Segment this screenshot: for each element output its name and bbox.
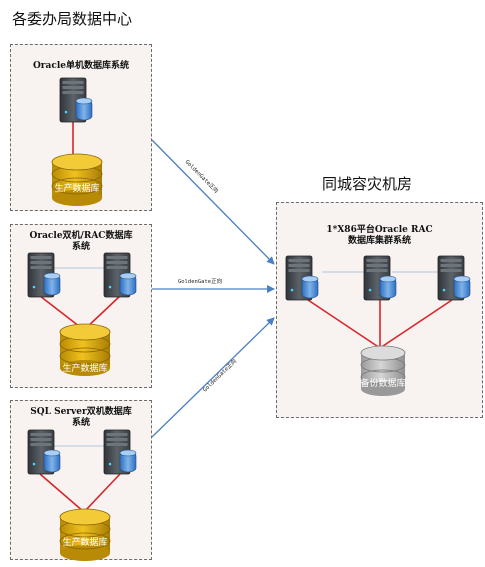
red-link: [39, 473, 85, 513]
database-icon: [51, 153, 103, 207]
server-icon: [363, 255, 397, 301]
dr-cluster-label-line2: 数据库集群系统: [347, 236, 411, 246]
red-link: [83, 473, 121, 513]
server-icon: [27, 252, 61, 298]
arrow-label: GoldenGate正向: [184, 158, 221, 195]
server-icon: [285, 255, 319, 301]
db-label: 生产数据库: [62, 536, 107, 548]
goldengate-arrow: [151, 139, 275, 265]
sqlserver-system-label-line2: 系统: [71, 418, 90, 428]
dr-cluster-label-line1: 1*X86平台Oracle RAC: [326, 225, 433, 235]
server-icon: [103, 252, 137, 298]
server-icon: [27, 429, 61, 475]
server-icon: [437, 255, 471, 301]
oracle-single-system-label: Oracle单机数据库系统: [32, 61, 130, 71]
dr-room-title: 同城容灾机房: [322, 175, 413, 193]
db-label: 生产数据库: [54, 182, 99, 194]
oracle-rac-system-label-line1: Oracle双机/RAC数据库: [29, 231, 133, 241]
server-icon: [103, 429, 137, 475]
red-link: [379, 299, 453, 349]
goldengate-arrow: [151, 317, 275, 438]
oracle-rac-system-label-line2: 系统: [71, 242, 90, 252]
red-link: [307, 299, 381, 349]
database-icon: [59, 508, 111, 562]
data-center-title: 各委办局数据中心: [12, 10, 133, 28]
arrow-label: GoldenGate正向: [178, 277, 222, 285]
arrow-label: GoldenGate正向: [201, 357, 238, 393]
db-label: 备份数据库: [360, 377, 405, 389]
db-label: 生产数据库: [62, 362, 107, 374]
server-icon: [59, 77, 93, 123]
sqlserver-system-label-line1: SQL Server双机数据库: [30, 407, 132, 417]
